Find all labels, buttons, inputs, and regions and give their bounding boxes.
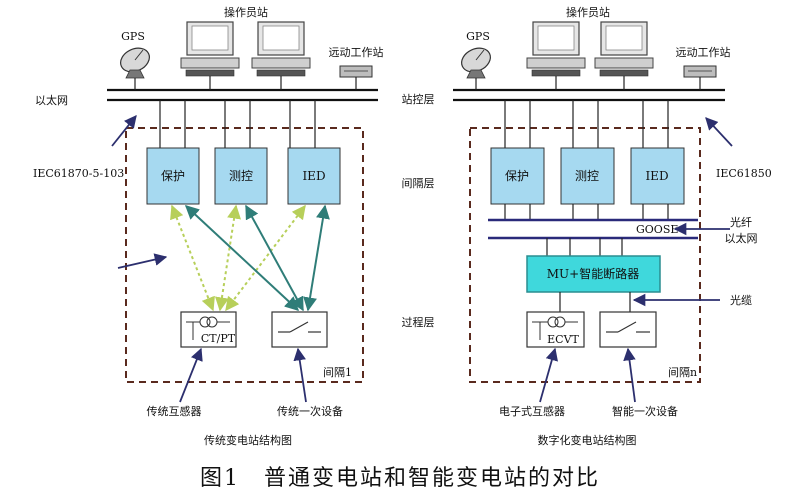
right-protect-label: 保护 (505, 169, 529, 183)
right-operator-station-label: 操作员站 (566, 5, 610, 19)
left-protocol-label: IEC61870-5-103 (33, 167, 124, 180)
right-diagram: 操作员站 GPS 远动工作站 (453, 5, 772, 447)
right-ied-box (630, 147, 685, 205)
right-protocol-label: IEC61850 (716, 167, 772, 180)
left-remote-station-label: 远动工作站 (329, 45, 384, 59)
right-gps-dish-icon (461, 47, 491, 79)
left-breaker-switch-icon (278, 321, 321, 333)
right-smart-primary-label: 智能一次设备 (612, 404, 678, 418)
right-remote-station-label: 远动工作站 (676, 45, 731, 59)
right-goose-to-mu-drops (546, 238, 623, 256)
left-breaker-box (271, 311, 328, 348)
right-primary-pointer (623, 347, 636, 403)
left-computer-2-icon (251, 21, 311, 77)
figure-caption: 图1 普通变电站和智能变电站的对比 (200, 466, 600, 491)
right-bus-connectors (504, 100, 669, 148)
left-ethernet-label: 以太网 (35, 94, 68, 107)
left-protect-box (146, 147, 200, 205)
right-ied-label: IED (645, 169, 668, 183)
right-goose-label: GOOSE (636, 223, 678, 236)
left-computer-1-icon (180, 21, 240, 77)
left-device-drops (134, 76, 357, 90)
left-primary-pointer (293, 347, 307, 403)
right-ecvt-transformer-icon (532, 316, 578, 340)
bay-layer-label: 间隔层 (402, 177, 435, 190)
right-remote-device-icon (683, 65, 717, 78)
left-side-pointer (117, 253, 168, 269)
right-breaker-switch-icon (606, 321, 650, 333)
left-signal-arrows (170, 204, 330, 312)
left-ctpt-label: CT/PT (201, 332, 236, 345)
right-subtitle: 数字化变电站结构图 (538, 433, 637, 447)
left-trad-transformer-label: 传统互感器 (147, 405, 202, 418)
right-fiber-label-2: 以太网 (725, 232, 758, 245)
right-bay-border (469, 127, 701, 383)
left-subtitle: 传统变电站结构图 (204, 433, 292, 447)
left-protect-label: 保护 (161, 169, 185, 183)
left-ctpt-transformer-icon (186, 316, 230, 340)
left-gps-dish-icon (120, 47, 150, 79)
left-operator-station-label: 操作员站 (224, 5, 268, 19)
left-bus-connectors (159, 100, 316, 148)
right-mu-box (526, 255, 661, 293)
right-ecvt-label: ECVT (547, 333, 579, 346)
right-device-drops (475, 76, 701, 90)
right-gps-label: GPS (466, 30, 490, 43)
left-ied-label: IED (302, 169, 325, 183)
left-measure-box (214, 147, 268, 205)
left-remote-device-icon (339, 65, 373, 78)
right-computer-1-icon (526, 21, 586, 77)
right-measure-label: 测控 (575, 169, 599, 183)
right-mu-down-lines (559, 292, 631, 312)
right-cable-label: 光缆 (730, 293, 752, 307)
left-transformer-pointer (179, 347, 203, 403)
right-transformer-pointer (539, 347, 558, 403)
layer-labels: 站控层 间隔层 过程层 (402, 92, 435, 329)
right-bay-label: 间隔n (668, 366, 697, 379)
right-mu-label: MU+智能断路器 (547, 266, 639, 281)
right-protect-box (490, 147, 545, 205)
right-protocol-pointer (705, 117, 733, 147)
left-protocol-pointer (111, 115, 137, 147)
right-box-to-goose-drops (504, 204, 669, 220)
process-layer-label: 过程层 (402, 316, 435, 329)
right-measure-box (560, 147, 615, 205)
left-bay-border (125, 127, 364, 383)
left-measure-label: 测控 (229, 169, 253, 183)
left-ied-box (287, 147, 341, 205)
right-elec-transformer-label: 电子式互感器 (499, 405, 565, 418)
left-diagram: 操作员站 GPS 远动工作站 以太网 (33, 5, 384, 447)
left-trad-primary-label: 传统一次设备 (277, 404, 343, 418)
right-computer-2-icon (594, 21, 654, 77)
left-gps-label: GPS (121, 30, 145, 43)
right-breaker-box (599, 311, 657, 348)
station-layer-label: 站控层 (402, 92, 435, 106)
left-bay-label: 间隔1 (323, 366, 352, 379)
right-fiber-label-1: 光纤 (730, 215, 752, 229)
